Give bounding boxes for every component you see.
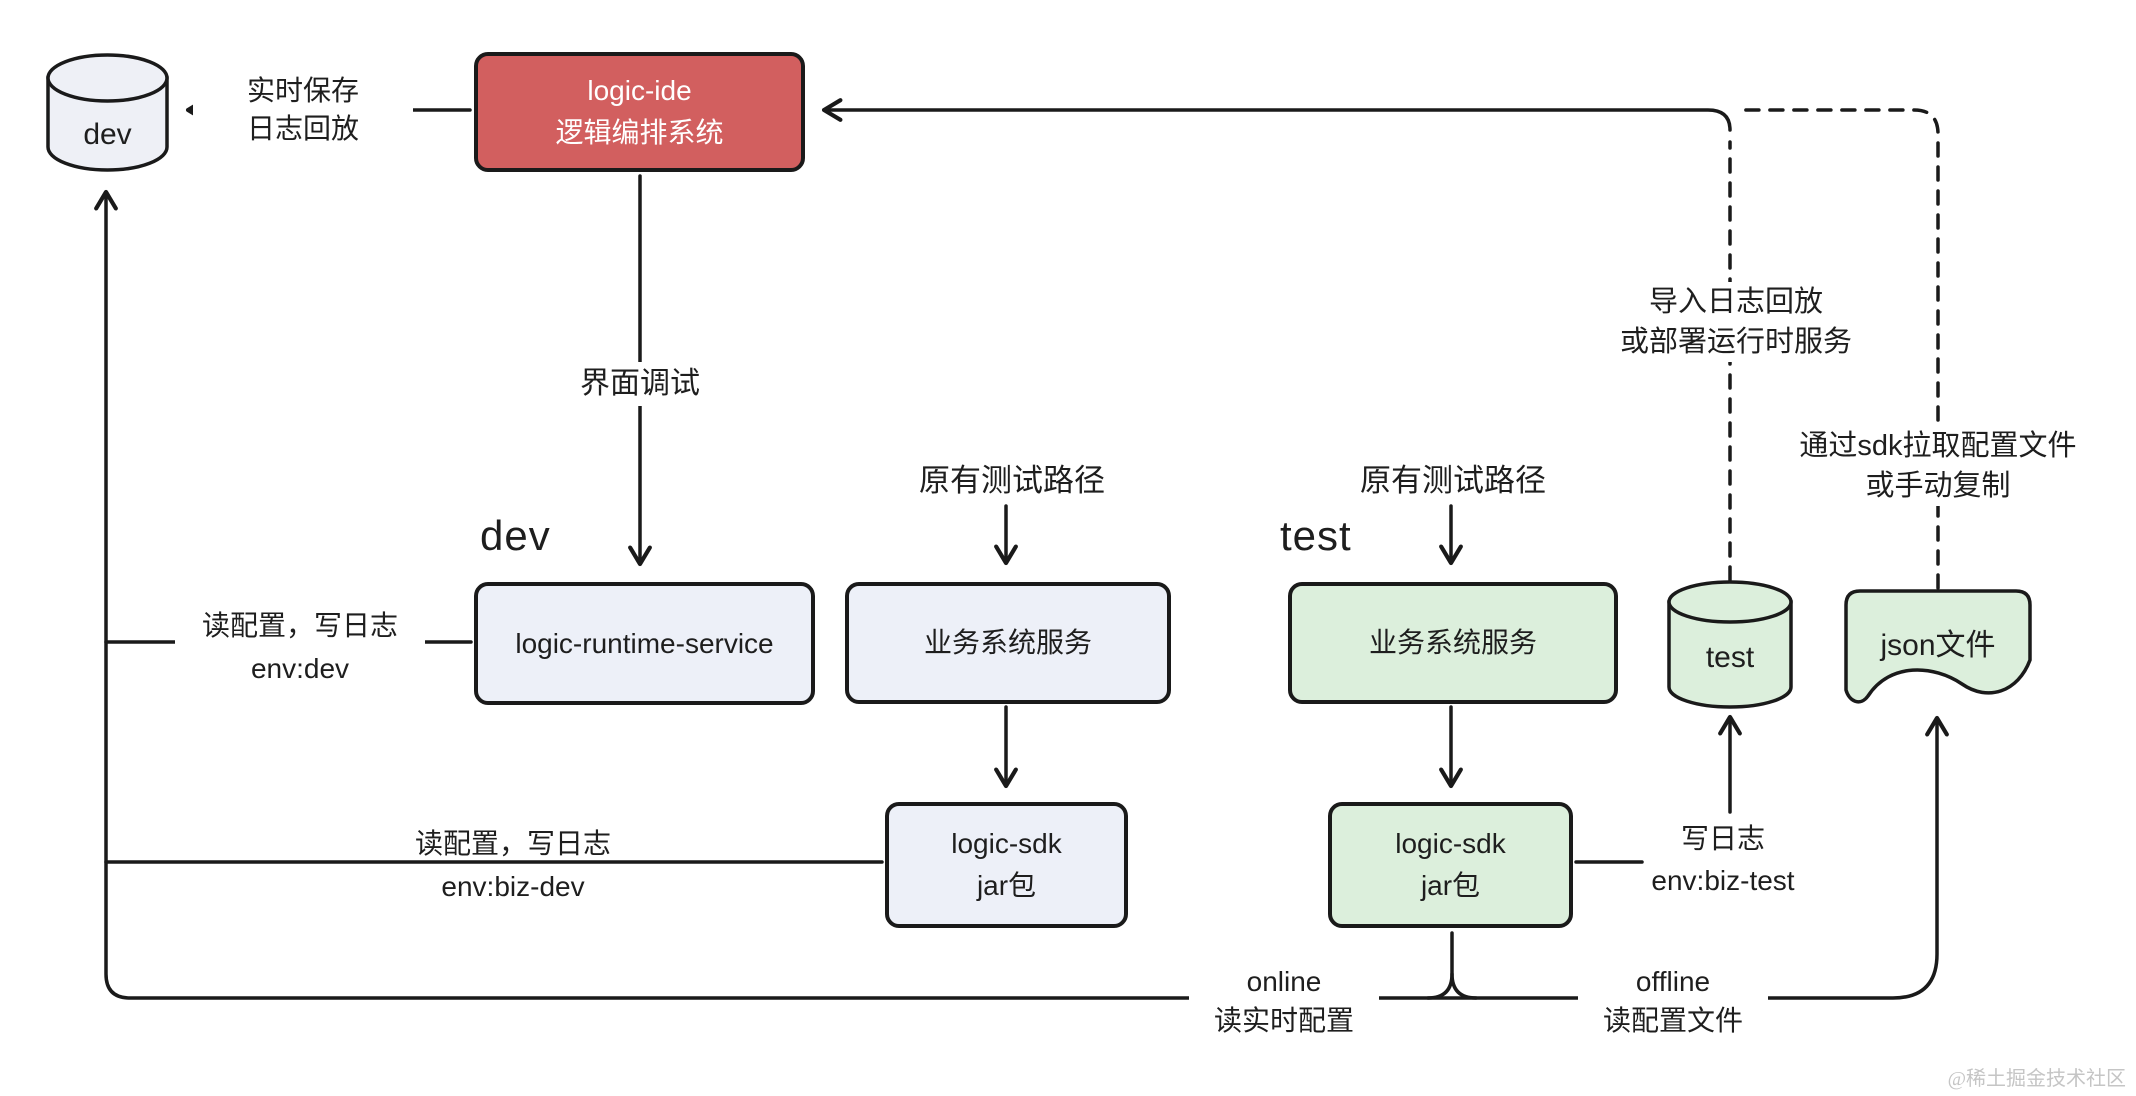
label-online-line2: 读实时配置 (1213, 1005, 1354, 1036)
dev-db-label: dev (83, 118, 132, 151)
label-write-log-biz-test: 写日志 env:biz-test (1638, 818, 1808, 902)
label-read-conf-biz-dev: 读配置，写日志 env:biz-dev (388, 822, 638, 908)
label-online: online 读实时配置 (1189, 962, 1379, 1040)
label-realtime-save: 实时保存 日志回放 (193, 72, 413, 148)
node-logic-runtime-service: logic-runtime-service (474, 582, 815, 705)
label-legacy-path-dev: 原有测试路径 (919, 463, 1105, 498)
node-logic-sdk-test: logic-sdk jar包 (1328, 802, 1573, 928)
node-logic-sdk-dev-line1: logic-sdk (951, 828, 1062, 859)
line-sdktest-to-bottom (1426, 931, 1454, 1000)
test-db-cylinder (1667, 580, 1793, 709)
label-pull-config-line1: 通过sdk拉取配置文件 (1799, 430, 2077, 462)
node-logic-sdk-dev: logic-sdk jar包 (885, 802, 1128, 928)
node-logic-sdk-test-line1: logic-sdk (1395, 828, 1506, 859)
label-read-conf-dev-line2: env:dev (250, 653, 350, 684)
test-db-label: test (1705, 641, 1755, 674)
label-write-log-biz-test-line2: env:biz-test (1651, 865, 1795, 896)
label-read-conf-dev-line1: 读配置，写日志 (201, 610, 398, 641)
node-logic-sdk-dev-line2: jar包 (976, 870, 1037, 901)
label-read-conf-biz-dev-line1: 读配置，写日志 (414, 828, 611, 859)
group-title-dev: dev (480, 512, 551, 559)
label-legacy-path-test: 原有测试路径 (1360, 463, 1546, 498)
arrow-bottom-loop (94, 189, 1949, 1000)
node-logic-ide-line2: 逻辑编排系统 (555, 117, 724, 148)
node-biz-service-test: 业务系统服务 (1288, 582, 1618, 704)
node-logic-runtime-label: logic-runtime-service (515, 627, 774, 659)
node-logic-sdk-test-line2: jar包 (1420, 870, 1481, 901)
label-import-replay-line1: 导入日志回放 (1648, 286, 1823, 318)
dev-db-cylinder (46, 53, 169, 172)
label-pull-config: 通过sdk拉取配置文件 或手动复制 (1786, 426, 2090, 506)
arrow-into-logicide (821, 98, 1732, 132)
label-read-conf-biz-dev-line2: env:biz-dev (441, 871, 585, 902)
node-logic-ide-line1: logic-ide (587, 75, 692, 106)
dashed-json-to-logicide (1734, 108, 1940, 590)
label-import-replay: 导入日志回放 或部署运行时服务 (1591, 282, 1881, 362)
watermark: @稀土掘金技术社区 (1947, 1068, 2126, 1090)
label-offline-line2: 读配置文件 (1602, 1005, 1743, 1036)
label-pull-config-line2: 或手动复制 (1865, 470, 2011, 502)
label-realtime-save-line1: 实时保存 (246, 75, 359, 106)
label-offline-line1: offline (1635, 966, 1711, 997)
label-read-conf-dev: 读配置，写日志 env:dev (175, 604, 425, 690)
label-realtime-save-line2: 日志回放 (246, 113, 359, 144)
node-biz-service-dev: 业务系统服务 (845, 582, 1171, 704)
label-write-log-biz-test-line1: 写日志 (1680, 823, 1765, 854)
label-offline: offline 读配置文件 (1578, 962, 1768, 1040)
node-biz-service-test-label: 业务系统服务 (1368, 627, 1537, 658)
node-logic-ide: logic-ide 逻辑编排系统 (474, 52, 805, 172)
group-title-test: test (1280, 512, 1352, 559)
json-file-shape (1844, 589, 2032, 704)
node-biz-service-dev-label: 业务系统服务 (923, 627, 1092, 658)
label-online-line1: online (1246, 966, 1322, 997)
line-sdktest-to-bottom-right (1450, 972, 1478, 1000)
label-ui-debug: 界面调试 (545, 362, 735, 406)
json-file-label: json文件 (1880, 629, 1996, 662)
label-import-replay-line2: 或部署运行时服务 (1619, 326, 1852, 358)
